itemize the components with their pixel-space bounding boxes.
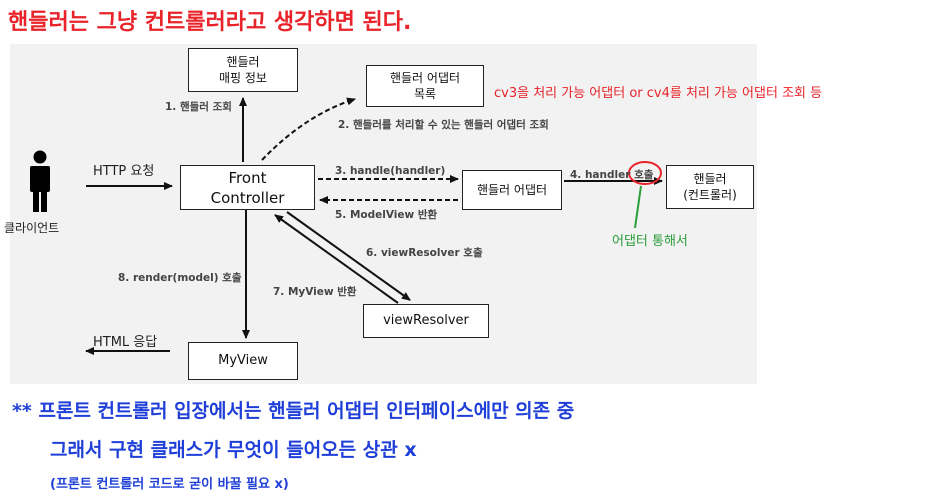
step6-arrow (286, 211, 411, 301)
via-adapter-note: 어댑터 통해서 (612, 234, 688, 249)
http-request-label: HTTP 요청 (93, 164, 155, 179)
adapter-lookup-note: cv3을 처리 가능 어댑터 or cv4를 처리 가능 어댑터 조회 등 (494, 86, 823, 101)
step1-label: 1. 핸들러 조회 (165, 101, 232, 113)
handler-box: 핸들러 (컨트롤러) (666, 165, 754, 209)
step3-label: 3. handle(handler) (335, 165, 446, 177)
step4-prefix: 4. handler (570, 169, 635, 181)
footer-line2: 그래서 구현 클래스가 무엇이 들어오든 상관 x (50, 439, 417, 461)
html-response-label: HTML 응답 (93, 335, 158, 350)
footer-line1: ** 프론트 컨트롤러 입장에서는 핸들러 어댑터 인터페이스에만 의존 중 (12, 400, 575, 422)
person-icon (30, 150, 50, 212)
adapter-list-line2: 목록 (413, 87, 437, 101)
green-pointer-line (634, 185, 642, 229)
view-resolver-box: viewResolver (363, 304, 489, 338)
step2-label: 2. 핸들러를 처리할 수 있는 핸들러 어댑터 조회 (338, 119, 549, 131)
handler-mapping-box: 핸들러 매핑 정보 (188, 48, 298, 92)
step4-call: 호출 (634, 169, 654, 181)
step7-label: 7. MyView 반환 (273, 286, 357, 298)
front-controller-line1: Front (228, 168, 267, 187)
footer-line3: (프론트 컨트롤러 코드로 굳이 바꿀 필요 x) (50, 477, 289, 492)
step5-label: 5. ModelView 반환 (335, 209, 438, 221)
call-highlight-circle (628, 161, 662, 185)
step7-arrow (274, 214, 399, 304)
front-controller-line2: Controller (210, 188, 285, 207)
handler-line2: (컨트롤러) (683, 188, 737, 202)
front-controller-box: Front Controller (180, 165, 315, 210)
my-view-box: MyView (188, 342, 298, 380)
step6-label: 6. viewResolver 호출 (366, 247, 483, 259)
handler-adapter-list-box: 핸들러 어댑터 목록 (366, 65, 484, 107)
step8-label: 8. render(model) 호출 (118, 272, 242, 284)
handler-mapping-line2: 매핑 정보 (219, 71, 267, 85)
step2-arrow (261, 97, 356, 161)
page-title: 핸들러는 그냥 컨트롤러라고 생각하면 된다. (8, 10, 412, 35)
handler-line1: 핸들러 (693, 172, 727, 186)
adapter-list-line1: 핸들러 어댑터 (389, 71, 461, 85)
step4-label: 4. handler 호출 (570, 167, 653, 182)
client-label: 클라이언트 (4, 221, 60, 235)
handler-mapping-line1: 핸들러 (226, 55, 260, 69)
handler-adapter-box: 핸들러 어댑터 (462, 170, 562, 210)
